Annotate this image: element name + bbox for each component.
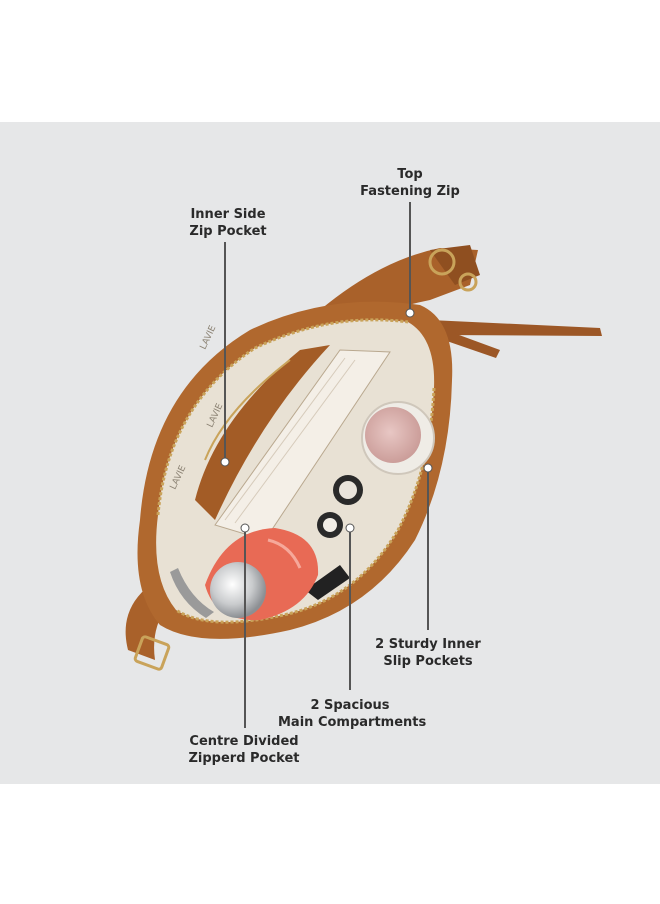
centre-divided-marker bbox=[240, 523, 250, 533]
top-zip-callout: Top Fastening Zip bbox=[360, 166, 460, 200]
notebook bbox=[214, 349, 391, 541]
centre-divided-line1: Centre Divided bbox=[189, 734, 299, 749]
main-compartments-line2: Main Compartments bbox=[278, 715, 427, 730]
inner-side-zip-pocket bbox=[195, 345, 330, 520]
centre-divided-callout: Centre Divided Zipperd Pocket bbox=[186, 733, 302, 767]
inner-slip-line2: Slip Pockets bbox=[383, 654, 473, 669]
inner-side-zip-line2: Zip Pocket bbox=[189, 224, 267, 239]
cosmetic-jar bbox=[361, 401, 435, 475]
main-compartments-line1: 2 Spacious bbox=[310, 698, 390, 713]
water-bottle bbox=[205, 528, 319, 621]
top-zip-marker bbox=[405, 308, 415, 318]
main-compartments-marker bbox=[345, 523, 355, 533]
centre-divided-line2: Zipperd Pocket bbox=[188, 751, 300, 766]
lip-products bbox=[305, 475, 363, 600]
inner-slip-callout: 2 Sturdy Inner Slip Pockets bbox=[372, 636, 484, 670]
inner-side-zip-marker bbox=[220, 457, 230, 467]
inner-side-zip-line1: Inner Side bbox=[190, 207, 266, 222]
inner-slip-line1: 2 Sturdy Inner bbox=[375, 637, 481, 652]
top-zip-line1: Top bbox=[397, 167, 423, 182]
inner-slip-marker bbox=[423, 463, 433, 473]
slip-pocket-edge bbox=[170, 568, 214, 618]
top-zip-line2: Fastening Zip bbox=[360, 184, 460, 199]
lining-brand-print: LAVIE bbox=[199, 324, 219, 351]
inner-side-zip-callout: Inner Side Zip Pocket bbox=[178, 206, 278, 240]
main-compartments-callout: 2 Spacious Main Compartments bbox=[278, 697, 427, 731]
